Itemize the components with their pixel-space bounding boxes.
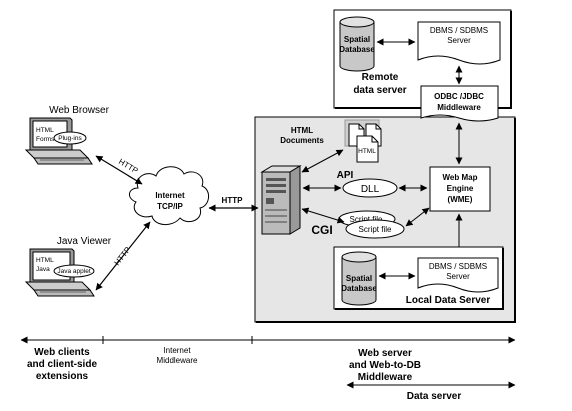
web-map-engine: Web Map Engine (WME) xyxy=(429,166,491,212)
html-docs-label-1: HTML xyxy=(291,126,313,135)
http-bottom-label: HTTP xyxy=(112,245,132,267)
java-doc-label-1: HTML xyxy=(36,257,54,264)
plugins-label: Plug-ins xyxy=(58,135,82,142)
local-db-label-2: Database xyxy=(341,284,377,293)
script-file-back-label: Script file xyxy=(350,215,383,224)
dll-module: DLL xyxy=(342,178,398,198)
local-data-server: Spatial Database DBMS / SDBMS Server Loc… xyxy=(333,246,504,310)
remote-dbms-label-2: Server xyxy=(447,36,471,45)
remote-spatial-database-icon: Spatial Database xyxy=(339,16,375,72)
dll-label: DLL xyxy=(361,184,380,195)
local-dbms-label-2: Server xyxy=(446,272,470,281)
http-top-label: HTTP xyxy=(117,157,140,175)
internet-label-1: Internet xyxy=(155,191,185,200)
tier-clients-3: extensions xyxy=(36,371,89,382)
cgi-script-files: Script file Script file xyxy=(338,210,405,239)
web-server-computer-icon xyxy=(260,165,302,235)
remote-db-label-2: Database xyxy=(339,45,375,54)
remote-server-title-1: Remote xyxy=(362,72,399,83)
http-server-label: HTTP xyxy=(222,196,244,205)
api-label: API xyxy=(337,170,354,181)
odbc-jdbc-middleware: ODBC /JDBC Middleware xyxy=(420,85,499,122)
cgi-label: CGI xyxy=(311,223,332,237)
tier-clients-2: and client-side xyxy=(27,359,97,370)
web-browser-client: Web Browser HTML Forms Plug-ins xyxy=(24,105,110,165)
tier-clients-1: Web clients xyxy=(34,347,90,358)
tier-internet-2: Middleware xyxy=(157,356,198,365)
remote-dbms-server: DBMS / SDBMS Server xyxy=(417,21,501,65)
html-docs-label-2: Documents xyxy=(280,136,324,145)
java-internet-arrow xyxy=(95,221,151,291)
java-viewer-client: Java Viewer HTML Java Java applet xyxy=(24,236,112,297)
local-dbms-server: DBMS / SDBMS Server xyxy=(417,257,499,293)
remote-db-label-1: Spatial xyxy=(344,35,370,44)
tier-webserver-2: and Web-to-DB xyxy=(349,360,421,371)
remote-dbms-label-1: DBMS / SDBMS xyxy=(430,26,488,35)
server-cgi-arrow xyxy=(301,207,345,224)
web-browser-doc-label-1: HTML xyxy=(36,127,54,134)
local-db-label-1: Spatial xyxy=(346,274,372,283)
internet-cloud: Internet TCP/IP xyxy=(129,166,209,225)
script-file-front-label: Script file xyxy=(359,225,392,234)
odbc-label-2: Middleware xyxy=(437,103,481,112)
wme-label-2: Engine xyxy=(447,184,474,193)
remote-server-title-2: data server xyxy=(353,85,406,96)
java-viewer-title: Java Viewer xyxy=(57,236,112,247)
remote-data-server: Spatial Database DBMS / SDBMS Server Rem… xyxy=(333,9,512,109)
documents-icon: HTML xyxy=(344,119,382,163)
tier-webserver-1: Web server xyxy=(358,348,412,359)
server-docs-arrow xyxy=(301,149,344,173)
wme-label-1: Web Map xyxy=(443,173,478,182)
web-browser-title: Web Browser xyxy=(49,105,110,116)
odbc-label-1: ODBC /JDBC xyxy=(434,92,484,101)
web-browser-doc-label-2: Forms xyxy=(36,136,55,143)
local-server-title: Local Data Server xyxy=(406,295,491,306)
browser-internet-arrow xyxy=(95,155,143,185)
wme-label-3: (WME) xyxy=(448,195,473,204)
internet-label-2: TCP/IP xyxy=(157,202,183,211)
tier-internet-1: Internet xyxy=(163,346,191,355)
html-documents: HTML Documents HTML xyxy=(280,119,382,163)
tier-data-server: Data server xyxy=(407,391,462,402)
java-doc-label-2: Java xyxy=(36,266,50,273)
cgi-wme-arrow xyxy=(405,207,430,227)
local-dbms-label-1: DBMS / SDBMS xyxy=(429,262,487,271)
html-doc-icon-label: HTML xyxy=(358,148,376,155)
local-spatial-database-icon: Spatial Database xyxy=(341,251,377,306)
tier-webserver-3: Middleware xyxy=(358,372,413,383)
java-applet-label: Java applet xyxy=(57,268,90,275)
